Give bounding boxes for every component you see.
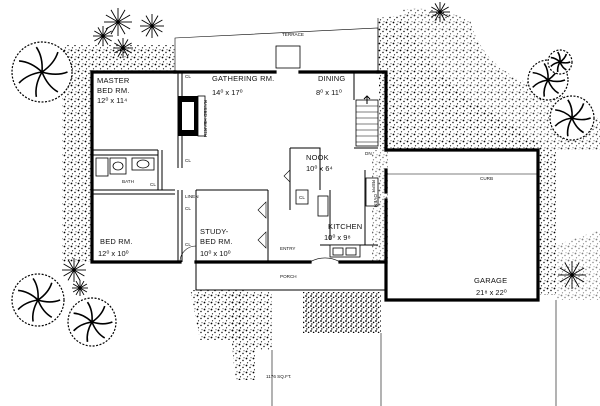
- closet-label: CL: [185, 242, 191, 247]
- dining-name: DINING: [318, 74, 345, 83]
- stair-down-label: DN: [365, 151, 372, 156]
- tree-icon: [140, 14, 164, 38]
- bath-label: BATH: [122, 179, 134, 184]
- study-size: 10⁰ x 10⁰: [200, 249, 231, 258]
- master-bed-size: 12⁰ x 11⁴: [97, 96, 127, 105]
- terrace-label: TERRACE: [282, 32, 304, 37]
- square-footage: 1176 SQ.FT.: [266, 374, 291, 379]
- closet-label: CL: [185, 158, 191, 163]
- gathering-room-size: 14⁰ x 17⁰: [212, 88, 243, 97]
- raised-hearth-label: RAISED HEARTH: [203, 100, 208, 137]
- tree-icon: [558, 261, 586, 289]
- tree-icon: [547, 49, 573, 75]
- nook-size: 10⁰ x 6⁴: [306, 164, 333, 173]
- garage-size: 21⁸ x 22⁰: [476, 288, 507, 297]
- terrace: TERRACE: [174, 18, 379, 72]
- tree-icon: [11, 41, 73, 103]
- driveway: CURB: [271, 149, 557, 406]
- tree-icon: [67, 297, 117, 347]
- closet-label: CL: [185, 206, 191, 211]
- bed-room-size: 12⁰ x 10⁰: [98, 249, 129, 258]
- master-bed-name-2: BED RM.: [97, 86, 130, 95]
- entry-label: ENTRY: [280, 246, 296, 251]
- garage-name: GARAGE: [474, 276, 507, 285]
- master-bed-name: MASTER: [97, 76, 130, 85]
- refr-label: REFR: [371, 180, 376, 193]
- closet-label: CL: [185, 74, 191, 79]
- tree-icon: [62, 258, 86, 282]
- tree-icon: [113, 38, 133, 58]
- landscape-beds: [62, 8, 600, 380]
- bath-fixtures: [95, 157, 155, 177]
- gathering-room-name: GATHERING RM.: [212, 74, 274, 83]
- trees: [11, 2, 595, 347]
- doors: [179, 169, 341, 263]
- bed-room-name: BED RM.: [100, 237, 133, 246]
- linen-label: LINEN: [185, 194, 199, 199]
- tree-icon: [549, 95, 595, 141]
- closet-labels: CL CL CL CL CL CL LINEN: [150, 74, 305, 247]
- porch-label: PORCH: [280, 274, 297, 279]
- curb-label: CURB: [480, 176, 493, 181]
- tree-icon: [430, 2, 450, 22]
- tree-icon: [104, 8, 132, 36]
- kitchen-fixtures: REFR OVEN: [295, 177, 379, 258]
- fireplace: RAISED HEARTH: [178, 95, 208, 137]
- study-name: STUDY-: [200, 227, 229, 236]
- nook-name: NOOK: [306, 153, 329, 162]
- tree-icon: [72, 280, 88, 296]
- kitchen-size: 10⁰ x 9⁸: [324, 233, 351, 242]
- kitchen-name: KITCHEN: [328, 222, 362, 231]
- closet-label: CL: [299, 195, 305, 200]
- tree-icon: [11, 273, 65, 327]
- room-labels: MASTER BED RM. 12⁰ x 11⁴ GATHERING RM. 1…: [97, 74, 507, 379]
- study-name-2: BED RM.: [200, 237, 233, 246]
- closet-label: CL: [150, 182, 156, 187]
- porch: PORCH: [195, 262, 387, 291]
- stairs: DN: [355, 95, 379, 156]
- tree-icon: [93, 26, 113, 46]
- oven-label: OVEN: [373, 194, 378, 207]
- dining-size: 8⁰ x 11⁰: [316, 88, 342, 97]
